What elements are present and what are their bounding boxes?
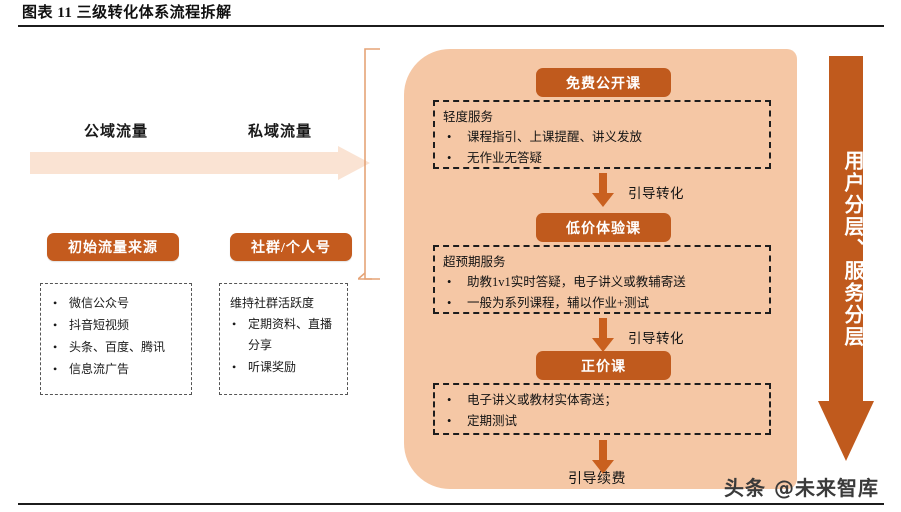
list-item: 头条、百度、腾讯 [47,336,185,358]
transition-label-1: 引导转化 [628,186,684,201]
stage-service-heading: 轻度服务 [443,110,494,124]
list-item: 无作业无答疑 [443,148,761,169]
bracket-connector [358,48,380,280]
stage-service-heading: 超预期服务 [443,255,506,269]
public-domain-label: 公域流量 [84,124,149,140]
community-activity-list: 定期资料、直播分享 听课奖励 [226,314,341,378]
private-domain-label: 私域流量 [248,124,313,140]
page-title: 图表 11 三级转化体系流程拆解 [22,5,232,21]
stage-detail-box-full-price-class: 电子讲义或教材实体寄送； 定期测试 [433,383,771,435]
stage-pill-low-price-trial-class[interactable]: 低价体验课 [536,213,671,242]
stage-detail-box-low-price-trial-class: 超预期服务 助教1v1实时答疑，电子讲义或教辅寄送 一般为系列课程，辅以作业+测… [433,245,771,314]
stage-pill-free-open-class[interactable]: 免费公开课 [536,68,671,97]
list-item: 一般为系列课程，辅以作业+测试 [443,293,761,314]
user-segmentation-label: 用户分层、服务分层 [841,150,863,348]
initial-traffic-source-pill[interactable]: 初始流量来源 [47,233,179,261]
stage-detail-box-free-open-class: 轻度服务 课程指引、上课提醒、讲义发放 无作业无答疑 [433,100,771,169]
conversion-arrow-down-icon [592,318,614,352]
community-activity-list-box: 维持社群活跃度 定期资料、直播分享 听课奖励 [219,283,348,395]
public-to-private-flow-arrow [30,146,370,180]
traffic-source-list: 微信公众号 抖音短视频 头条、百度、腾讯 信息流广告 [47,292,185,380]
traffic-source-list-box: 微信公众号 抖音短视频 头条、百度、腾讯 信息流广告 [40,283,192,395]
footer-divider [18,503,884,505]
transition-label-2: 引导转化 [628,331,684,346]
user-segmentation-arrow [818,56,874,461]
stage-pill-full-price-class[interactable]: 正价课 [536,351,671,380]
header-divider [18,25,884,27]
list-item: 电子讲义或教材实体寄送； [443,390,761,411]
watermark: 头条 @未来智库 [724,476,879,500]
conversion-arrow-down-icon [592,173,614,207]
list-item: 定期测试 [443,411,761,432]
renewal-label: 引导续费 [568,472,626,487]
list-item: 微信公众号 [47,292,185,314]
list-item: 听课奖励 [226,356,341,378]
stage-item-list: 助教1v1实时答疑，电子讲义或教辅寄送 一般为系列课程，辅以作业+测试 [443,272,761,314]
community-account-pill[interactable]: 社群/个人号 [230,233,352,261]
list-item: 定期资料、直播分享 [226,314,341,356]
list-item: 助教1v1实时答疑，电子讲义或教辅寄送 [443,272,761,293]
list-item: 信息流广告 [47,358,185,380]
renewal-arrow-down-icon [592,440,614,474]
figure-header: 图表 11 三级转化体系流程拆解 [0,0,901,26]
community-list-heading: 维持社群活跃度 [230,296,315,310]
stage-item-list: 课程指引、上课提醒、讲义发放 无作业无答疑 [443,127,761,169]
list-item: 课程指引、上课提醒、讲义发放 [443,127,761,148]
list-item: 抖音短视频 [47,314,185,336]
stage-item-list: 电子讲义或教材实体寄送； 定期测试 [443,390,761,432]
